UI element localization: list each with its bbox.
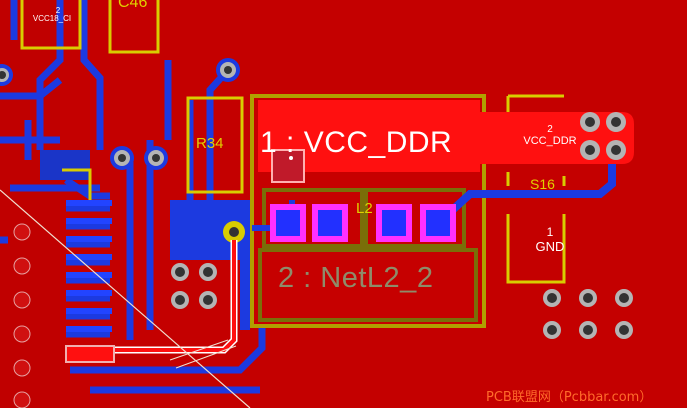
- l2-pads: [270, 204, 456, 242]
- net2-label: 2 : NetL2_2: [278, 262, 434, 294]
- bottom-pour-2: [40, 150, 90, 180]
- connector-pin2-net: VCC_DDR: [523, 135, 577, 147]
- copper-pour-left: [0, 0, 60, 408]
- r34-outline: [186, 96, 244, 194]
- vcc-ddr-copper: [258, 100, 634, 172]
- l2-outline-right: [364, 188, 466, 248]
- vcc-ddr-bottom-trace: [445, 164, 616, 217]
- net1-label: 1 : VCC_DDR: [260, 126, 453, 159]
- vcc-ddr-test-pad: [271, 149, 305, 183]
- via-grid-right: [543, 289, 633, 339]
- connector-pin1-number: 1: [546, 225, 554, 239]
- s16-label: S16: [530, 176, 555, 192]
- highlighted-pad: [65, 345, 115, 363]
- s16-outline: [506, 94, 566, 284]
- top-left-component-outline: [20, 0, 82, 50]
- connector-pads: [580, 112, 626, 160]
- ic-pads: [66, 200, 112, 332]
- via-grid-mid: [171, 263, 217, 309]
- net2-pad-outline: [258, 248, 478, 322]
- top-component-ref: VCC18_CI: [32, 14, 72, 23]
- top-component-pin: 2: [55, 6, 61, 15]
- left-pad-column: [13, 223, 31, 408]
- highlighted-trace: [112, 240, 236, 352]
- guide-line-1: [0, 189, 251, 408]
- connector-pin2-number: 2: [547, 124, 553, 135]
- vias: [0, 58, 245, 243]
- r34-label: R34: [196, 135, 224, 152]
- l2-label: L2: [356, 200, 373, 217]
- connector-pin1-net: GND: [535, 239, 565, 254]
- c46-label: C46: [118, 0, 148, 11]
- c46-outline: [108, 0, 160, 54]
- watermark: PCB联盟网（Pcbbar.com）: [486, 390, 653, 405]
- l2-outline-left: [262, 188, 364, 248]
